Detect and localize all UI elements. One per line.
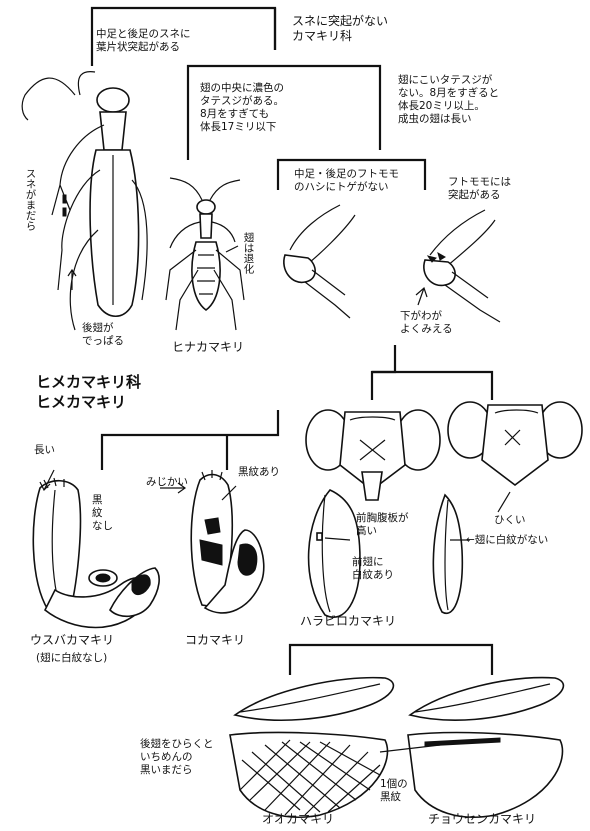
label-no-black-spot: 黒 紋 なし [92,494,113,533]
label-kokamakiri: コカマキリ [185,633,245,648]
label-short: みじかい [146,476,188,489]
himekamakiri-drawing [22,72,147,330]
label-lower-jaw-visible: 下がわが よくみえる [400,310,453,336]
label-usuba-note: (翅に白紋なし) [36,652,107,665]
label-wings-reduced: 翅は退化 [242,232,254,292]
label-femur-spined: フトモモには 突起がある [448,176,511,202]
label-no-white-spot: ←翅に白紋がない [466,534,548,547]
label-spread-wings-note: 後翅をひらくと いちめんの 黒いまだら [140,738,214,777]
label-no-spines-femur: 中足・後足のフトモモ のハシにトゲがない [294,168,399,194]
label-no-spines-family: スネに突起がない カマキリ科 [292,14,388,44]
label-wing-stripe-small: 翅の中央に濃色の タテスジがある。 8月をすぎても 体長17ミリ以下 [200,82,284,135]
label-sune-madara: スネがまだら [24,168,36,283]
label-no-stripe-large: 翅にこいタテスジが ない。8月をすぎると 体長20ミリ以上。 成虫の翅は長い [398,74,499,127]
label-usubakamakiri: ウスバカマキリ [30,633,114,648]
harabiro-forewing-drawing [309,490,360,617]
kokamakiri-foreleg-drawing [191,470,264,613]
label-hinakamakiri: ヒナカマキリ [172,340,244,355]
femur-no-spine-drawing [284,205,355,318]
head-low-drawing [448,402,582,485]
label-wing-white-spot: 前翅に 白紋あり [352,556,394,582]
hinakamakiri-drawing [166,178,244,330]
label-low: ひくい [494,514,526,527]
label-has-black-spot: 黒紋あり [238,466,280,479]
label-prosternum-high: 前胸腹板が 高い [356,512,409,538]
label-spines-on-tibia: 中足と後足のスネに 葉片状突起がある [96,28,191,54]
label-harabirokamakiri: ハラビロカマキリ [300,614,396,629]
femur-spined-drawing [416,210,500,322]
label-ookamakiri: オオカマキリ [262,812,334,827]
label-chousenkamakiri: チョウセンカマキリ [428,812,536,827]
plain-forewing-drawing [433,495,462,613]
harabiro-head-high-drawing [306,410,440,500]
label-himekamakiri: ヒメカマキリ科 ヒメカマキリ [36,372,141,413]
chousen-wings-drawing [408,678,563,818]
ookamakiri-wings-drawing [230,678,393,818]
label-long: 長い [34,444,55,457]
label-hindwing-protrudes: 後翅が でっぱる [82,322,124,348]
label-one-black-spot: 1個の 黒紋 [380,778,408,804]
